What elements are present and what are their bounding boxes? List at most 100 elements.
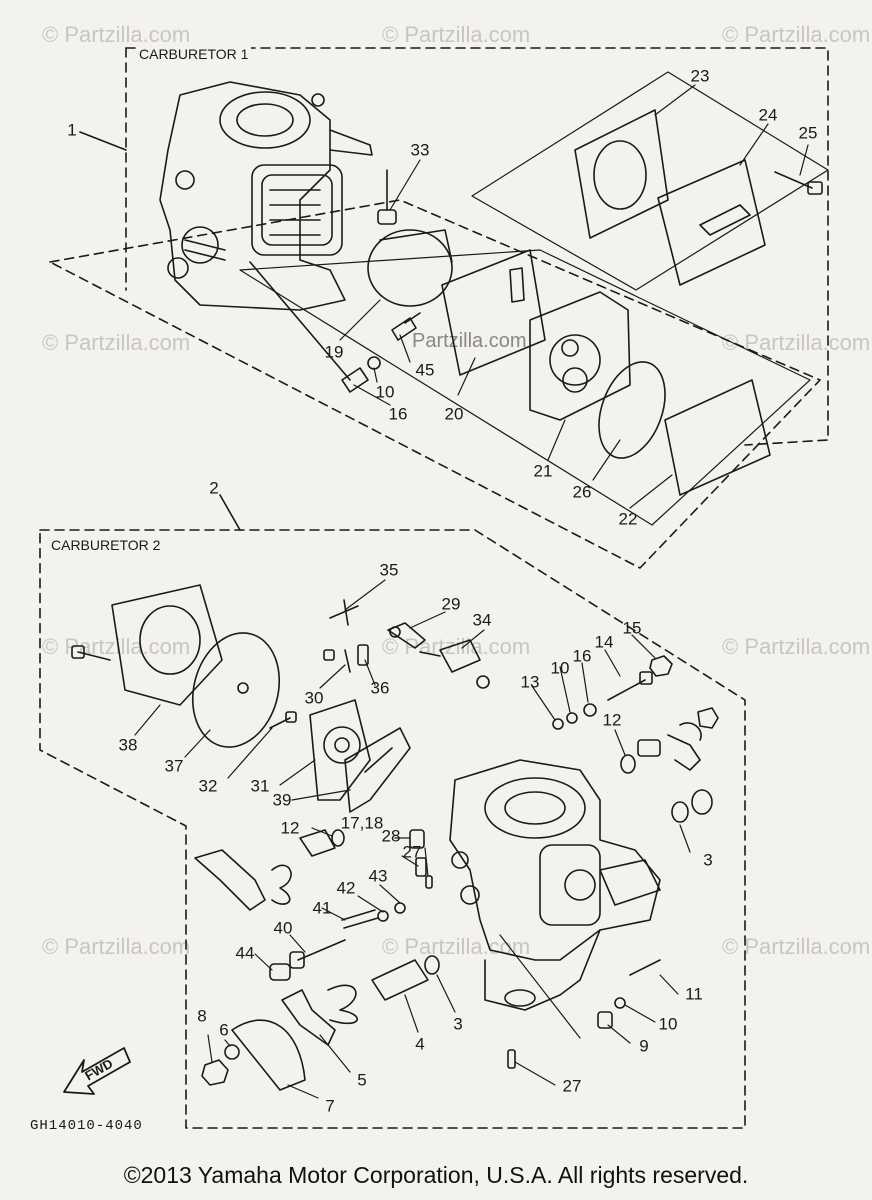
- callout-32: 32: [198, 776, 218, 796]
- part-40-shaft: [289, 939, 346, 969]
- leader-line: [219, 494, 241, 531]
- callout-10-b: 10: [550, 658, 570, 678]
- part-17-18-adjuster: [409, 829, 425, 849]
- part-37-center: [237, 682, 249, 694]
- callout-22: 22: [618, 509, 638, 529]
- callout-39: 39: [272, 790, 292, 810]
- part-44-cap: [269, 963, 291, 981]
- callout-36: 36: [370, 678, 390, 698]
- part-39-gasket: [344, 727, 411, 813]
- callout-25: 25: [798, 123, 818, 143]
- watermark: © Partzilla.com: [722, 634, 871, 659]
- callout-27: 27: [402, 842, 422, 862]
- callout-8: 8: [197, 1006, 207, 1026]
- callout-45: 45: [415, 360, 435, 380]
- callout-31: 31: [250, 776, 270, 796]
- part-4-bushing: [371, 959, 429, 1001]
- watermark: © Partzilla.com: [382, 22, 531, 47]
- callout-9: 9: [639, 1036, 649, 1056]
- part-10-oring-c: [614, 997, 626, 1009]
- part-26-diaphragm: [598, 361, 666, 459]
- part-16-spring: [583, 703, 597, 717]
- part-12-collar-a: [620, 754, 636, 774]
- callout-23: 23: [690, 66, 710, 86]
- callout-17-18: 17,18: [340, 813, 384, 833]
- part-27-pin-b: [507, 1049, 516, 1069]
- part-23-gasket: [574, 109, 669, 239]
- callout-13: 13: [520, 672, 540, 692]
- callout-26: 26: [572, 482, 592, 502]
- callout-42: 42: [336, 878, 356, 898]
- carburetor-2-border: [39, 529, 746, 1129]
- leader-line: [249, 261, 351, 381]
- callout-27-b: 27: [562, 1076, 582, 1096]
- leader-line: [79, 131, 127, 151]
- watermark: © Partzilla.com: [382, 934, 531, 959]
- part-spring-coil: [271, 864, 292, 905]
- part-33-screw: [377, 169, 397, 225]
- callout-16-b: 16: [572, 646, 592, 666]
- leader-lines: [134, 84, 809, 1099]
- sub-assembly-frame-2: [239, 249, 811, 526]
- callout-7: 7: [325, 1096, 335, 1116]
- part-throttle-bushing: [637, 739, 661, 757]
- part-34-plunger: [419, 639, 490, 689]
- callout-21: 21: [533, 461, 553, 481]
- watermark: © Partzilla.com: [722, 934, 871, 959]
- callout-28: 28: [381, 826, 401, 846]
- watermark: © Partzilla.com: [42, 22, 191, 47]
- callout-44: 44: [235, 943, 255, 963]
- part-29-lever: [387, 622, 426, 649]
- callout-40: 40: [273, 918, 293, 938]
- part-10-oring-b: [566, 712, 578, 724]
- watermark: © Partzilla.com: [42, 330, 191, 355]
- figure-code: GH14010-4040: [30, 1118, 143, 1134]
- part-spring-main: [327, 984, 359, 1025]
- part-21-pump-body: [529, 291, 631, 421]
- callout-35: 35: [379, 560, 399, 580]
- part-27-pin-a: [425, 875, 433, 889]
- callout-5: 5: [357, 1070, 367, 1090]
- watermark: © Partzilla.com: [722, 330, 871, 355]
- callout-16: 16: [388, 404, 408, 424]
- callout-6: 6: [219, 1020, 229, 1040]
- callout-37: 37: [164, 756, 184, 776]
- part-38-cover: [111, 584, 223, 706]
- watermark: © Partzilla.com: [42, 634, 191, 659]
- callout-15: 15: [622, 618, 642, 638]
- callout-3-b: 3: [453, 1014, 463, 1034]
- callout-12: 12: [602, 710, 622, 730]
- part-throttle-nut: [697, 707, 719, 729]
- callout-carburetor-2: 2: [209, 478, 219, 498]
- part-28-screw: [415, 857, 427, 877]
- part-15-nut: [649, 655, 673, 677]
- part-32-screw: [269, 711, 297, 729]
- sub-assembly-frame-1: [471, 71, 829, 291]
- watermark: © Partzilla.com: [722, 22, 871, 47]
- part-10-oring: [367, 356, 381, 370]
- callout-20: 20: [444, 404, 464, 424]
- part-42-washer: [377, 910, 389, 922]
- part-22-cover-plate: [664, 379, 771, 496]
- part-lever-bracket: [194, 849, 266, 911]
- part-35-clip: [329, 599, 359, 626]
- watermark: © Partzilla.com: [42, 934, 191, 959]
- callout-30: 30: [304, 688, 324, 708]
- callout-19: 19: [324, 342, 344, 362]
- part-25-screw: [774, 171, 823, 195]
- part-throttle-clip: [679, 722, 702, 741]
- part-45-jet: [391, 312, 421, 341]
- part-37-diaphragm: [191, 632, 281, 748]
- part-30-pin: [323, 649, 351, 673]
- part-3-collar-a: [671, 789, 713, 823]
- callout-38: 38: [118, 735, 138, 755]
- carburetor-1-title: CARBURETOR 1: [136, 46, 252, 62]
- part-38-screw: [71, 645, 111, 661]
- callout-10: 10: [375, 382, 395, 402]
- callout-4: 4: [415, 1034, 425, 1054]
- part-16-needle: [341, 367, 369, 393]
- part-36-spring: [357, 644, 369, 666]
- part-8-nut: [201, 1059, 229, 1086]
